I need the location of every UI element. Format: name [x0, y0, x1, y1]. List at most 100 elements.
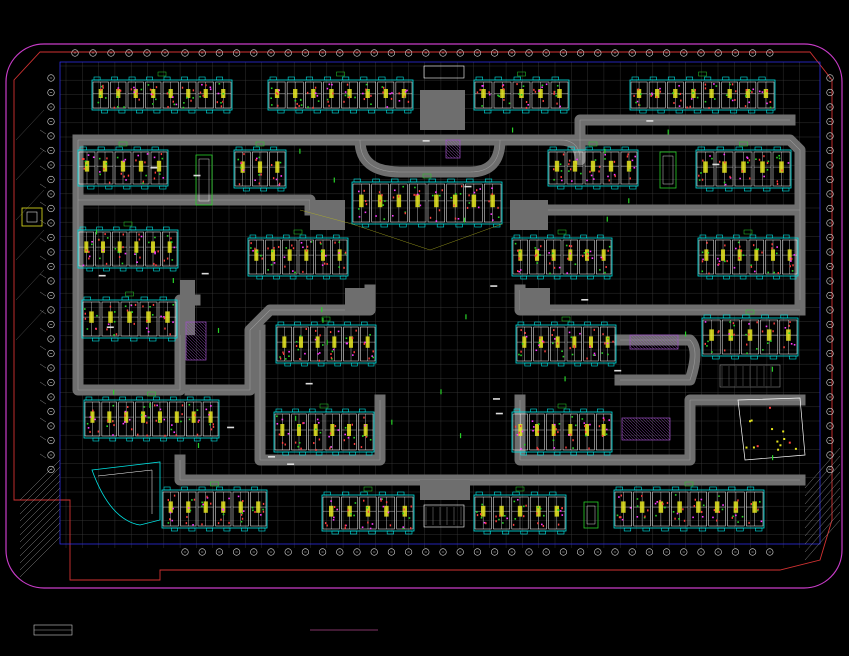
- fixture: [398, 100, 401, 102]
- balcony: [541, 109, 549, 114]
- building-block[interactable]: [81, 291, 178, 342]
- axis-bubble: [215, 548, 223, 556]
- building-block[interactable]: [473, 486, 567, 535]
- fixture: [344, 252, 347, 255]
- fixture: [353, 442, 356, 445]
- building-block[interactable]: [697, 229, 799, 280]
- fixture: [633, 94, 635, 97]
- stair-core: [572, 336, 577, 348]
- hatch-stroke: [451, 139, 461, 149]
- building-block[interactable]: [511, 229, 613, 280]
- balcony: [359, 408, 366, 413]
- fixture: [314, 338, 317, 341]
- balcony: [177, 437, 184, 442]
- fixture: [730, 97, 732, 100]
- balcony: [517, 321, 525, 326]
- axis-bubble: [826, 88, 834, 97]
- building-block[interactable]: [547, 141, 639, 190]
- fixture: [706, 241, 708, 244]
- building-block[interactable]: [91, 71, 233, 114]
- fixture: [704, 321, 707, 323]
- axis-bubble: [826, 291, 834, 300]
- fixture: [333, 516, 335, 519]
- building-outline: [161, 489, 268, 529]
- stair-core: [102, 160, 108, 172]
- building-block[interactable]: [473, 71, 570, 114]
- axis-bubble: [47, 262, 55, 271]
- fixture: [320, 243, 322, 245]
- fixture: [692, 516, 694, 519]
- building-block[interactable]: [511, 403, 613, 456]
- stair-core: [517, 505, 523, 517]
- building-block[interactable]: [161, 481, 268, 532]
- stair-core: [766, 329, 772, 341]
- hatch-stroke: [185, 350, 196, 361]
- fixture: [659, 87, 661, 90]
- balcony: [292, 408, 299, 413]
- fixture: [601, 434, 604, 437]
- annotation-text: [614, 369, 622, 372]
- building-block[interactable]: [77, 141, 169, 190]
- stair-core: [280, 424, 285, 436]
- building-block[interactable]: [233, 141, 287, 192]
- fixture: [173, 431, 176, 434]
- balcony: [92, 437, 100, 442]
- annotation-text: [287, 463, 295, 466]
- building-block[interactable]: [515, 316, 617, 367]
- fixture: [572, 447, 574, 449]
- fixture: [205, 84, 207, 87]
- axis-bubble: [215, 49, 223, 57]
- axis-bubble: [319, 548, 327, 556]
- fixture: [367, 89, 370, 92]
- hatch-line: [19, 501, 61, 543]
- building-outline: [613, 489, 765, 529]
- hatch-stroke: [654, 334, 670, 350]
- axis-bubble: [826, 422, 834, 430]
- fixture: [589, 345, 591, 348]
- fixture: [552, 342, 554, 345]
- fixture: [724, 260, 726, 263]
- fixture: [217, 522, 220, 525]
- fixture: [553, 447, 556, 449]
- balcony: [368, 109, 376, 114]
- building-block[interactable]: [701, 309, 799, 360]
- fixture: [89, 416, 92, 418]
- stair-core: [315, 336, 320, 348]
- fixture: [601, 257, 604, 260]
- fixture: [128, 418, 131, 421]
- fixture: [724, 244, 726, 247]
- balcony: [361, 321, 368, 326]
- fixture: [555, 94, 558, 97]
- fixture: [731, 83, 734, 86]
- building-outline: [547, 149, 639, 187]
- building-block[interactable]: [629, 71, 776, 114]
- axis-bubble: [387, 548, 396, 556]
- building-block[interactable]: [351, 173, 503, 228]
- building-block[interactable]: [273, 403, 375, 456]
- building-block[interactable]: [613, 481, 765, 532]
- building-block[interactable]: [267, 71, 414, 114]
- fixture: [518, 250, 521, 253]
- building-block[interactable]: [695, 141, 792, 192]
- building-block[interactable]: [321, 486, 415, 535]
- fixture: [518, 270, 521, 273]
- hatch-stroke: [454, 139, 461, 146]
- fixture: [756, 509, 759, 512]
- fixture: [318, 438, 321, 441]
- fixture: [276, 93, 279, 96]
- fixture: [295, 106, 297, 109]
- building-block[interactable]: [83, 391, 220, 442]
- building-block[interactable]: [247, 229, 349, 280]
- building-blocks[interactable]: [77, 71, 799, 535]
- fixture: [724, 349, 726, 352]
- fixture: [112, 434, 114, 436]
- fixture: [740, 249, 743, 252]
- building-block[interactable]: [77, 221, 179, 272]
- fixture: [542, 99, 544, 102]
- fixture: [694, 498, 697, 501]
- fixture: [378, 191, 381, 194]
- hatch-stroke: [185, 341, 205, 361]
- balcony: [538, 530, 546, 535]
